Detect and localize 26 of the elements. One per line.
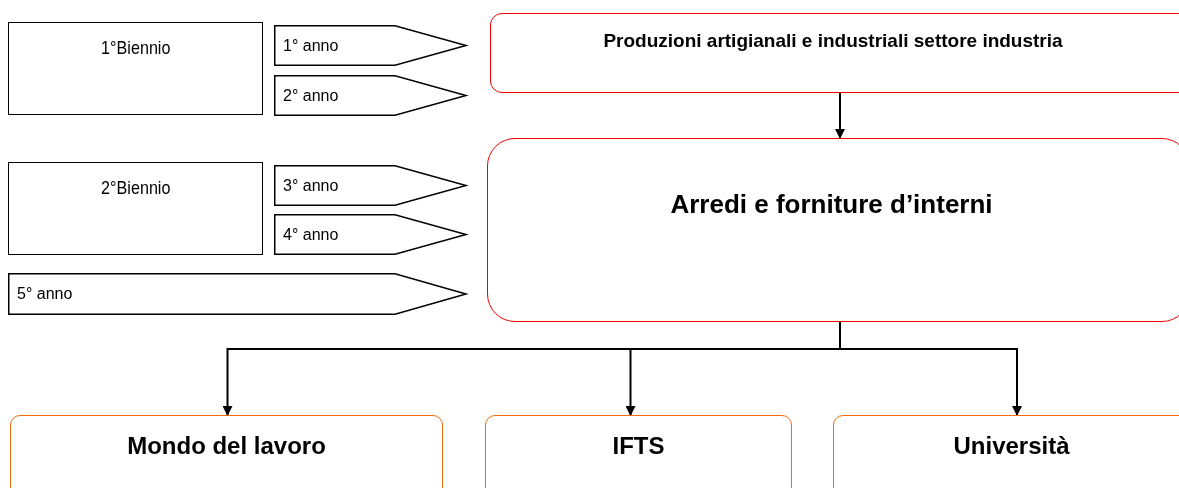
outcome-box <box>833 415 1179 488</box>
period-box <box>8 162 263 255</box>
year-label: 5° anno <box>17 285 73 303</box>
year-label: 2° anno <box>283 86 339 105</box>
outcome-box <box>485 415 792 488</box>
arrow <box>835 92 845 139</box>
year-tag <box>8 273 467 315</box>
outcome-label: Mondo del lavoro <box>127 432 326 460</box>
course-box <box>487 138 1179 322</box>
year-label: 1° anno <box>283 36 339 55</box>
course-box <box>490 13 1179 93</box>
outcome-label: IFTS <box>612 432 665 460</box>
period-box <box>8 22 263 115</box>
period-label: 2°Biennio <box>100 177 171 199</box>
year-tag <box>274 75 467 116</box>
period-label: 1°Biennio <box>100 37 171 59</box>
outcome-box <box>10 415 443 488</box>
arrow <box>839 321 1022 416</box>
year-tag <box>274 214 467 255</box>
course-title: Arredi e forniture d’interni <box>670 189 993 220</box>
course-title: Produzioni artigianali e industriali settore industria <box>602 30 1064 53</box>
year-label: 3° anno <box>283 176 339 195</box>
year-label: 4° anno <box>283 225 339 244</box>
outcome-label: Università <box>953 432 1070 460</box>
year-tag <box>274 25 467 66</box>
year-tag <box>274 165 467 206</box>
